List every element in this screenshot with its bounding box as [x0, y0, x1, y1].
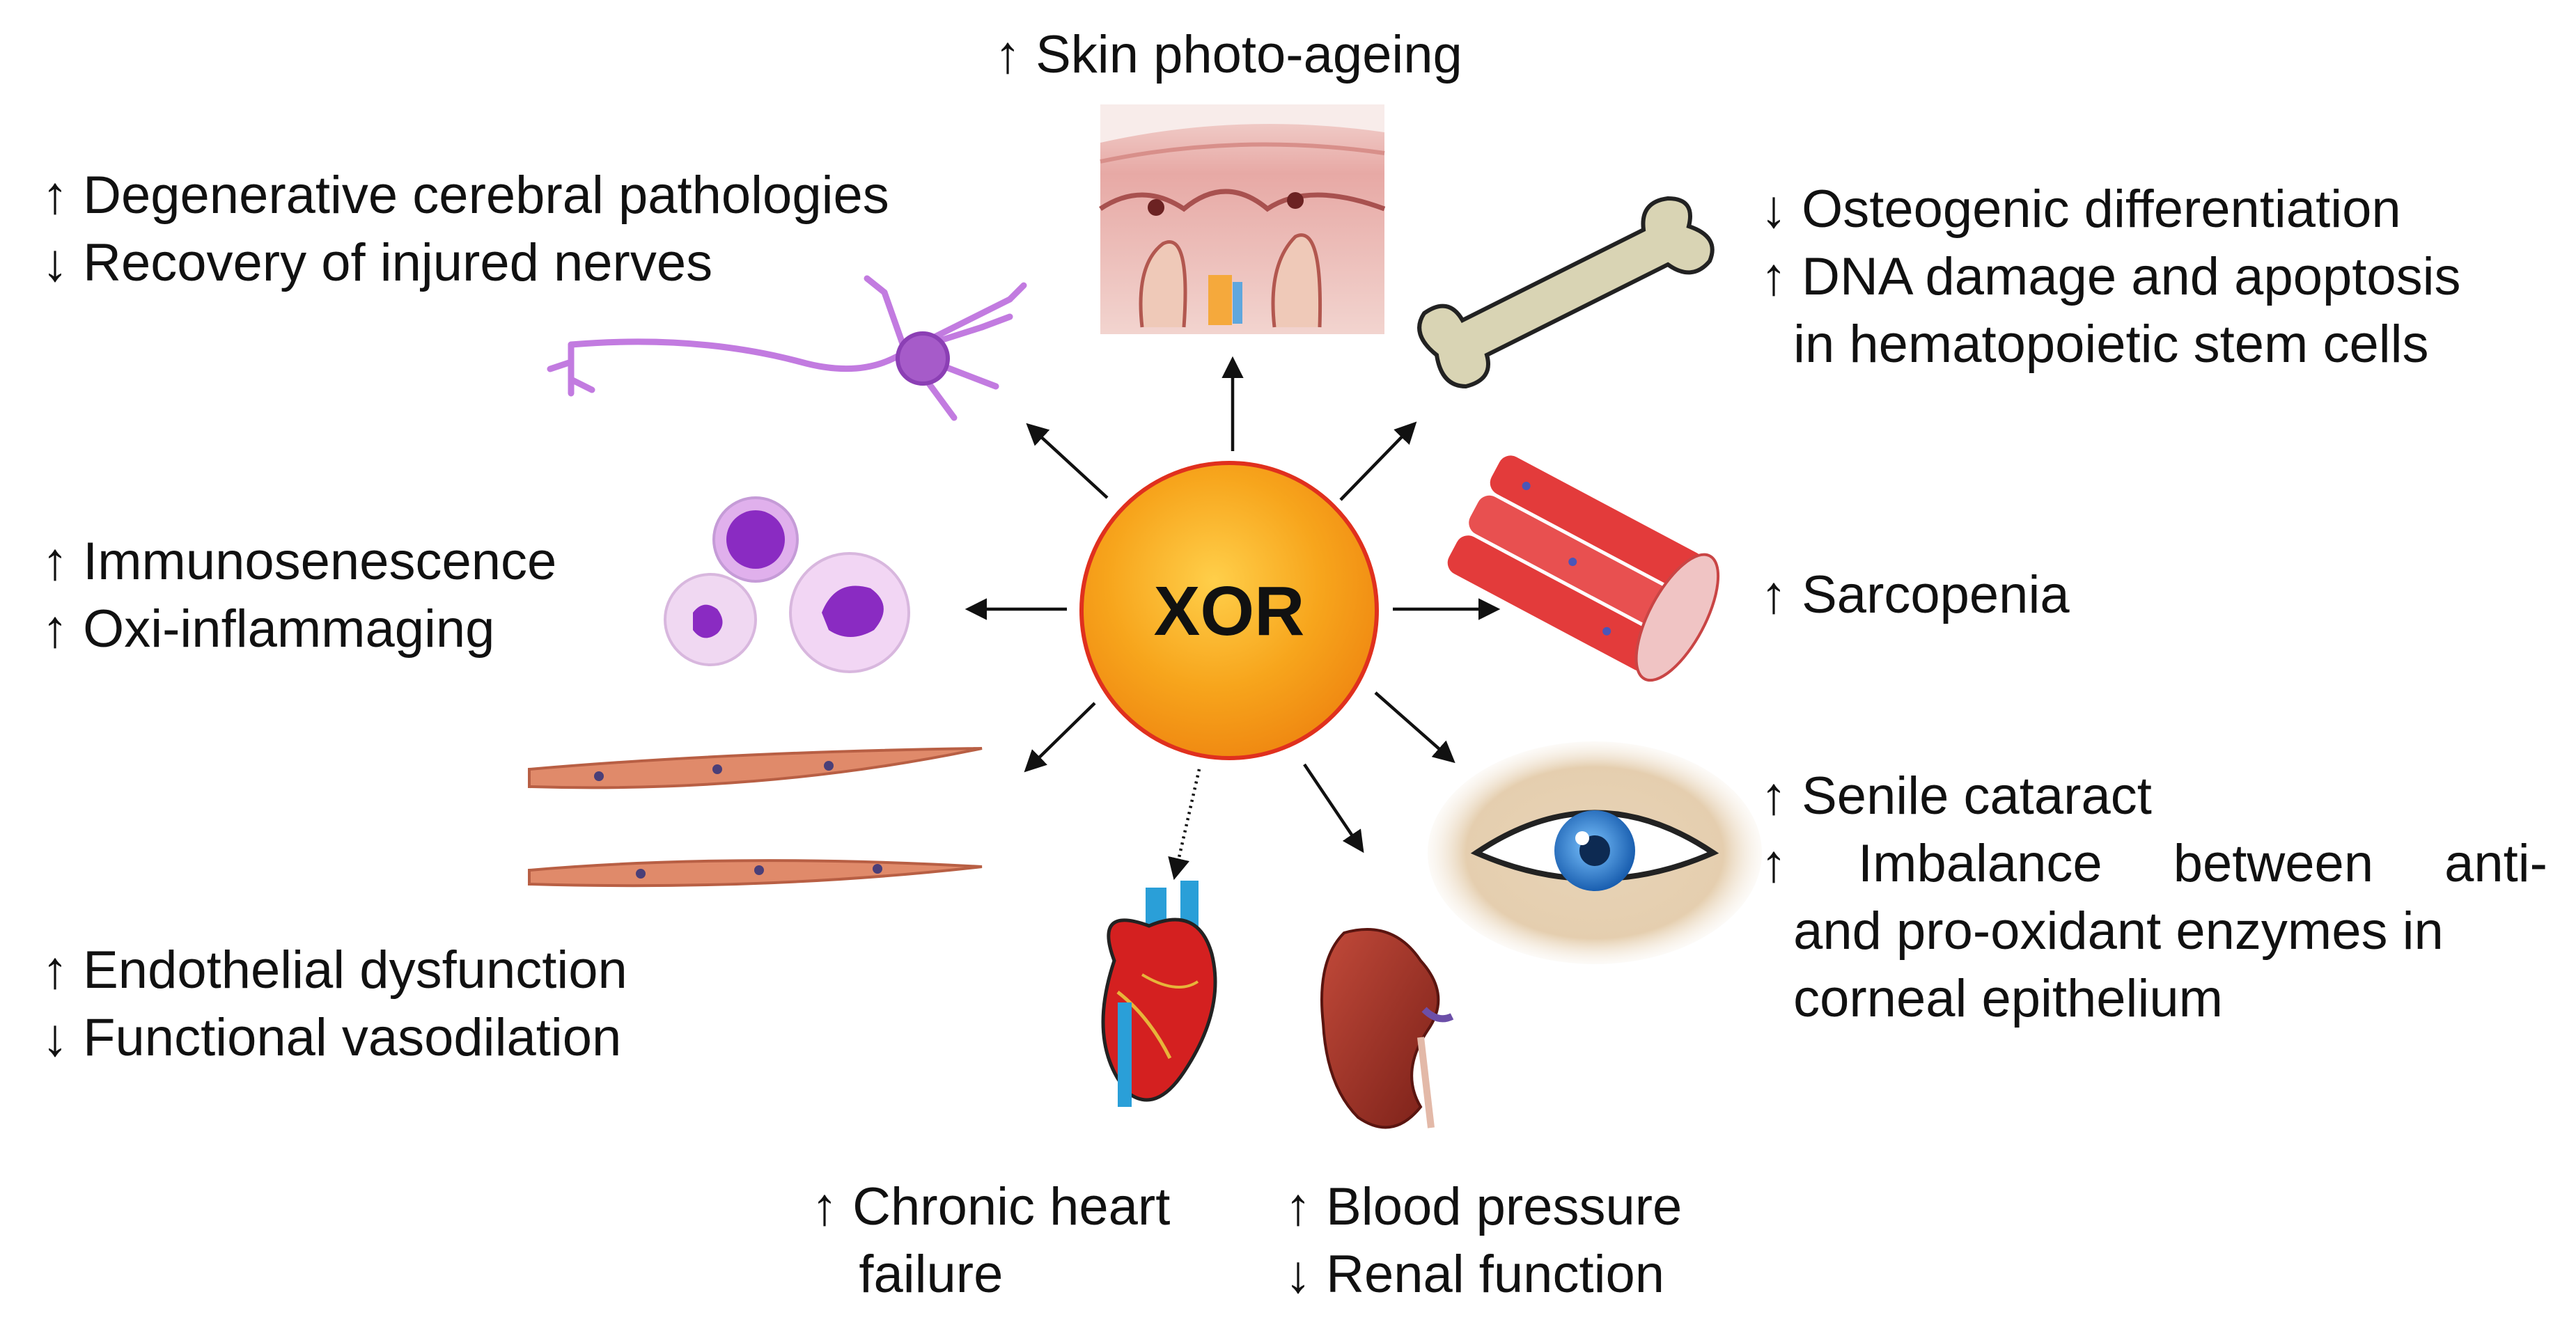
- label-heart-line-2: failure: [859, 1245, 1004, 1304]
- label-vessel: ↑ Endothelial dysfunction ↓ Functional v…: [42, 936, 627, 1071]
- arrows: [965, 356, 1501, 881]
- label-neuron: ↑ Degenerative cerebral pathologies ↓ Re…: [42, 162, 889, 297]
- bone-icon: [1417, 196, 1715, 389]
- label-bone-line-2: ↑ DNA damage and apoptosis: [1761, 247, 2461, 306]
- label-kidney: ↑ Blood pressure ↓ Renal function: [1285, 1173, 1682, 1308]
- immune-cells-icon: [664, 496, 910, 673]
- label-kidney-line-2: ↓ Renal function: [1285, 1245, 1664, 1304]
- arrow-to-eye: [1374, 691, 1455, 764]
- eye-icon: [1428, 741, 1762, 964]
- xor-label: XOR: [1154, 572, 1305, 650]
- label-vessel-line-2: ↓ Functional vasodilation: [42, 1008, 622, 1067]
- muscle-fibers-icon: [1447, 455, 1720, 682]
- label-bone: ↓ Osteogenic differentiation ↑ DNA damag…: [1761, 175, 2461, 378]
- label-bone-line-3: in hematopoietic stem cells: [1793, 315, 2429, 374]
- label-eye-line-2: ↑ Imbalance between anti-: [1761, 834, 2547, 893]
- neuron-icon: [547, 275, 1027, 421]
- arrow-to-kidney: [1303, 763, 1364, 853]
- label-eye-line-3: and pro-oxidant enzymes in: [1793, 902, 2444, 961]
- skin-section-icon: [1099, 104, 1386, 334]
- label-skin-line-1: ↑ Skin photo-ageing: [994, 25, 1462, 84]
- label-muscle: ↑ Sarcopenia: [1761, 561, 2070, 629]
- label-eye: ↑ Senile cataract ↑ Imbalance between an…: [1761, 762, 2547, 1032]
- label-skin: ↑ Skin photo-ageing: [994, 21, 1462, 88]
- label-immune: ↑ Immunosenescence ↑ Oxi-inflammaging: [42, 528, 556, 663]
- label-heart: ↑ Chronic heart failure: [811, 1173, 1170, 1308]
- label-bone-line-1: ↓ Osteogenic differentiation: [1761, 180, 2401, 239]
- arrow-to-bone: [1339, 421, 1417, 501]
- label-heart-line-1: ↑ Chronic heart: [811, 1177, 1171, 1236]
- label-eye-line-1: ↑ Senile cataract: [1761, 766, 2152, 826]
- label-neuron-line-1: ↑ Degenerative cerebral pathologies: [42, 166, 889, 225]
- label-immune-line-1: ↑ Immunosenescence: [42, 532, 557, 591]
- arrow-to-heart: [1168, 769, 1201, 881]
- label-vessel-line-1: ↑ Endothelial dysfunction: [42, 941, 627, 1000]
- xor-center-node: [1079, 461, 1379, 760]
- label-muscle-line-1: ↑ Sarcopenia: [1761, 565, 2070, 624]
- label-neuron-line-2: ↓ Recovery of injured nerves: [42, 233, 713, 292]
- label-kidney-line-1: ↑ Blood pressure: [1285, 1177, 1683, 1236]
- arrow-to-vessel: [1024, 702, 1096, 773]
- heart-icon: [1101, 881, 1217, 1107]
- kidney-icon: [1320, 928, 1454, 1129]
- label-immune-line-2: ↑ Oxi-inflammaging: [42, 599, 495, 659]
- endothelial-cells-icon: [528, 747, 983, 888]
- arrow-to-neuron: [1026, 423, 1109, 499]
- label-eye-line-4: corneal epithelium: [1793, 969, 2223, 1028]
